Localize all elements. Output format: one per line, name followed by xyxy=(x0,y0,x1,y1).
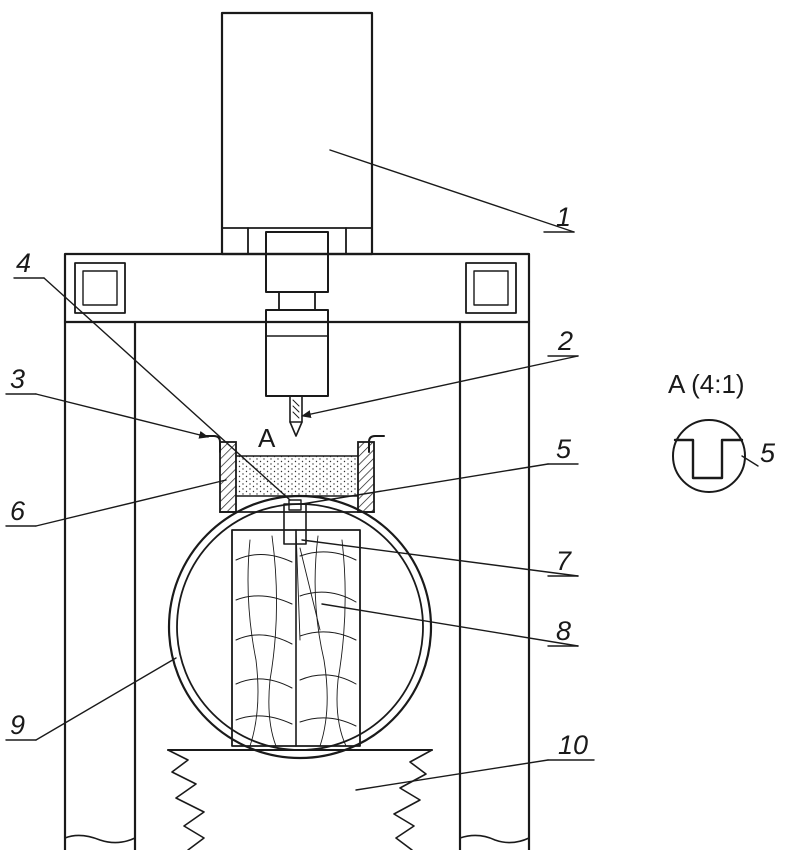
motor-housing xyxy=(220,11,374,256)
support-block xyxy=(167,749,433,850)
frame-top-beam xyxy=(63,252,531,324)
callout-8: 8 xyxy=(556,616,571,646)
insert-element xyxy=(283,499,307,545)
callout-labels: 1 2 3 4 5 6 7 8 9 10 xyxy=(10,202,588,760)
section-mark-a: A xyxy=(258,423,276,453)
detail-callout-5: 5 xyxy=(760,438,776,468)
section-mark-a-label: A xyxy=(258,423,276,453)
callout-10: 10 xyxy=(558,730,588,760)
callout-2: 2 xyxy=(557,326,573,356)
pipe-and-wood xyxy=(167,494,433,760)
callout-7: 7 xyxy=(556,546,572,576)
callout-3: 3 xyxy=(10,364,25,394)
callout-4: 4 xyxy=(16,248,31,278)
liquid-bath xyxy=(204,435,385,513)
detail-view: A (4:1) 5 xyxy=(668,369,776,493)
callout-6: 6 xyxy=(10,496,26,526)
frame-legs xyxy=(63,320,531,850)
detail-title: A (4:1) xyxy=(668,369,745,399)
callout-1: 1 xyxy=(556,202,571,232)
cutting-tool xyxy=(289,395,303,437)
spindle-assembly xyxy=(265,231,329,397)
leader-lines xyxy=(5,149,595,791)
callout-9: 9 xyxy=(10,710,25,740)
callout-5: 5 xyxy=(556,434,572,464)
